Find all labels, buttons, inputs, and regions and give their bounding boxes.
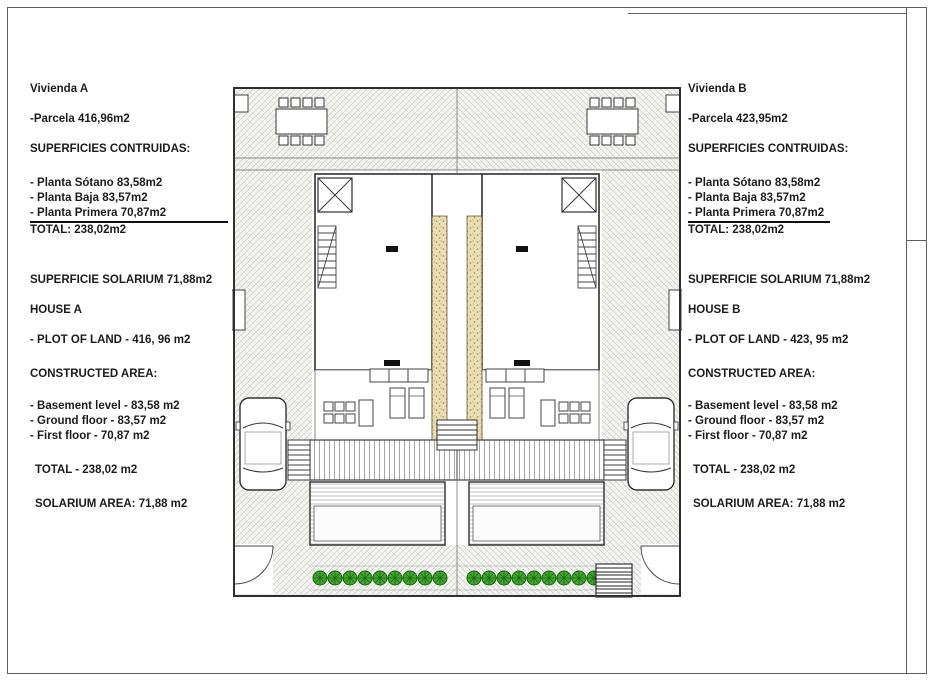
ground-floor-a: - Ground floor - 83,57 m2 bbox=[30, 415, 167, 427]
title-block-top-line bbox=[628, 13, 907, 14]
total-es-b: TOTAL: 238,02m2 bbox=[688, 224, 785, 236]
planta-baja-a: - Planta Baja 83,57m2 bbox=[30, 192, 148, 204]
pool-deck bbox=[309, 481, 446, 546]
ground-floor-b: - Ground floor - 83,57 m2 bbox=[688, 415, 825, 427]
planta-primera-a: - Planta Primera 70,87m2 bbox=[30, 206, 228, 223]
constructed-area-heading-b: CONSTRUCTED AREA: bbox=[688, 368, 816, 380]
patio-furniture-icon bbox=[323, 399, 374, 427]
skylight-x-icon bbox=[317, 177, 353, 213]
constructed-area-heading-a: CONSTRUCTED AREA: bbox=[30, 368, 158, 380]
car-icon bbox=[235, 397, 291, 491]
house-a-info-panel: Vivienda A -Parcela 416,96m2 SUPERFICIES… bbox=[30, 82, 240, 512]
parcela-area-b: -Parcela 423,95m2 bbox=[688, 113, 788, 125]
superficie-solarium-a: SUPERFICIE SOLARIUM 71,88m2 bbox=[30, 274, 213, 286]
driveway-band bbox=[309, 439, 457, 481]
staircase-icon bbox=[317, 225, 337, 289]
site-plan-svg bbox=[232, 87, 682, 598]
shrub-row bbox=[312, 565, 457, 591]
planta-baja-b: - Planta Baja 83,57m2 bbox=[688, 192, 806, 204]
title-block-vertical-line bbox=[906, 7, 907, 674]
rear-step-icon bbox=[369, 368, 429, 383]
basement-level-b: - Basement level - 83,58 m2 bbox=[688, 400, 838, 412]
total-en-a: TOTAL - 238,02 m2 bbox=[35, 464, 138, 476]
planta-sotano-a: - Planta Sótano 83,58m2 bbox=[30, 177, 163, 189]
gate-top-corner bbox=[233, 94, 249, 113]
total-es-a: TOTAL: 238,02m2 bbox=[30, 224, 127, 236]
house-b-heading: HOUSE B bbox=[688, 304, 741, 316]
party-wall-strip bbox=[431, 215, 448, 441]
paving-side-strip bbox=[234, 170, 312, 596]
bottom-steps-icon bbox=[595, 563, 633, 598]
total-en-b: TOTAL - 238,02 m2 bbox=[693, 464, 796, 476]
paving-top-band bbox=[234, 88, 457, 170]
side-steps-icon bbox=[287, 439, 311, 481]
first-floor-a: - First floor - 70,87 m2 bbox=[30, 430, 150, 442]
central-stair-icon bbox=[436, 419, 478, 451]
first-floor-b: - First floor - 70,87 m2 bbox=[688, 430, 808, 442]
title-block-tick bbox=[906, 240, 927, 241]
basement-level-a: - Basement level - 83,58 m2 bbox=[30, 400, 180, 412]
sheet-border bbox=[7, 7, 927, 674]
house-a-heading: HOUSE A bbox=[30, 304, 82, 316]
superficies-heading-a: SUPERFICIES CONTRUIDAS: bbox=[30, 143, 191, 155]
parcela-area-a: -Parcela 416,96m2 bbox=[30, 113, 130, 125]
paving-bottom-band bbox=[312, 545, 457, 596]
room-label-mark bbox=[384, 360, 400, 366]
vivienda-a-title: Vivienda A bbox=[30, 83, 89, 95]
planta-sotano-b: - Planta Sótano 83,58m2 bbox=[688, 177, 821, 189]
lounger-icon bbox=[389, 387, 425, 419]
planta-primera-b: - Planta Primera 70,87m2 bbox=[688, 206, 830, 223]
house-b-info-panel: Vivienda B -Parcela 423,95m2 SUPERFICIES… bbox=[688, 82, 898, 512]
vivienda-b-title: Vivienda B bbox=[688, 83, 747, 95]
dining-set-icon bbox=[275, 97, 328, 146]
superficie-solarium-b: SUPERFICIE SOLARIUM 71,88m2 bbox=[688, 274, 871, 286]
site-plan-drawing bbox=[232, 86, 682, 598]
solarium-area-b: SOLARIUM AREA: 71,88 m2 bbox=[693, 498, 846, 510]
room-label-mark bbox=[386, 246, 398, 252]
plot-boundary bbox=[233, 87, 681, 597]
solarium-area-a: SOLARIUM AREA: 71,88 m2 bbox=[35, 498, 188, 510]
gate-swing-icon bbox=[234, 544, 274, 594]
plot-of-land-a: - PLOT OF LAND - 416, 96 m2 bbox=[30, 334, 191, 346]
gate-side bbox=[232, 289, 246, 331]
superficies-heading-b: SUPERFICIES CONTRUIDAS: bbox=[688, 143, 849, 155]
plot-of-land-b: - PLOT OF LAND - 423, 95 m2 bbox=[688, 334, 849, 346]
